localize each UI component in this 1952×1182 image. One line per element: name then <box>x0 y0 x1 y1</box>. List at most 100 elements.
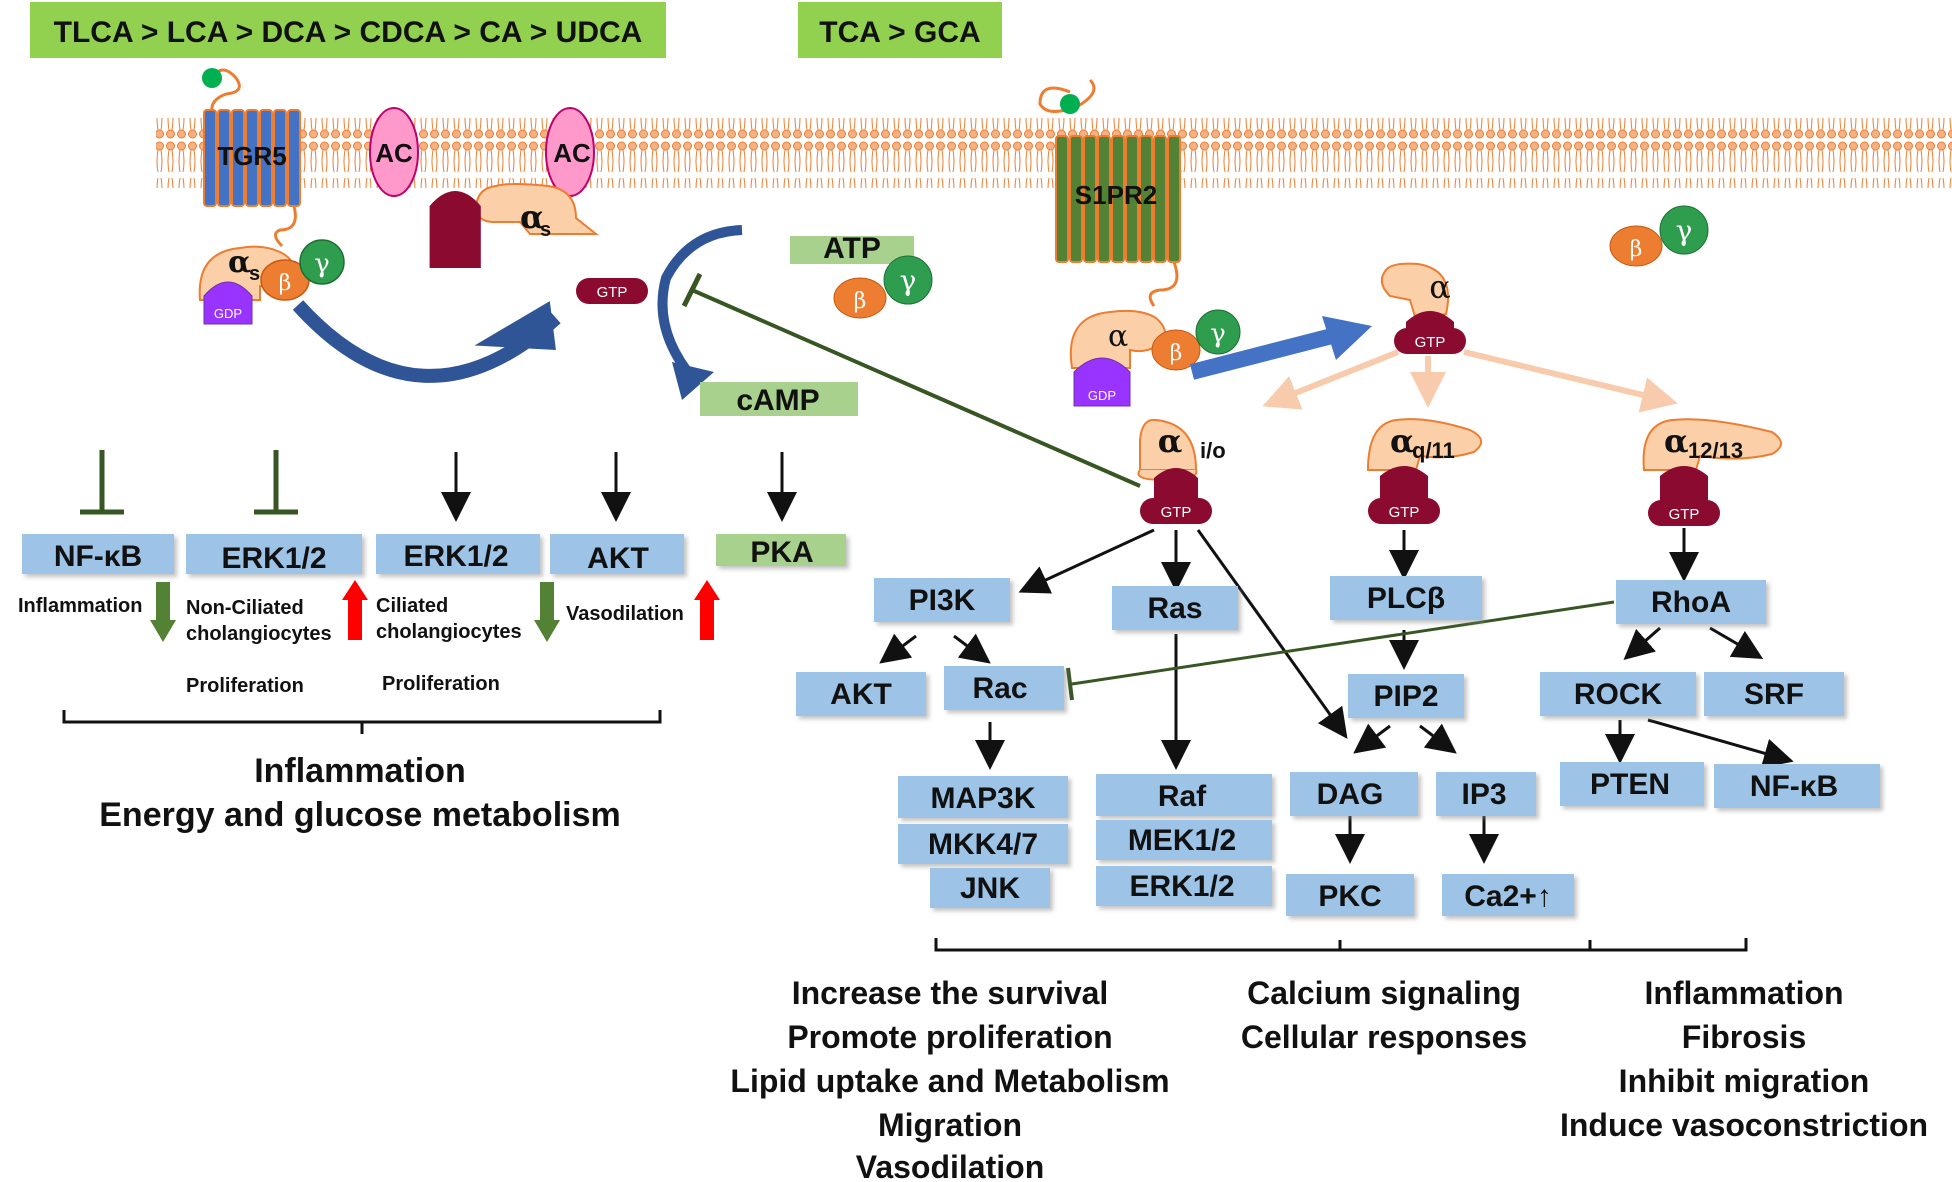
adenylyl-cyclase-2: AC <box>545 107 595 197</box>
pkc-label: PKC <box>1318 880 1381 913</box>
svg-text:GDP: GDP <box>214 306 242 321</box>
svg-text:Induce vasoconstriction: Induce vasoconstriction <box>1560 1107 1928 1143</box>
tgr5-summary-line2: Energy and glucose metabolism <box>99 796 620 834</box>
inflammation-small-label: Inflammation <box>18 595 142 617</box>
svg-text:γ: γ <box>900 264 917 297</box>
pi3k-box <box>874 578 1010 622</box>
tgr5-bracket <box>62 710 662 734</box>
tgr5-receptor: TGR5 <box>202 68 301 248</box>
pip2-label: PIP2 <box>1373 680 1438 713</box>
svg-text:Lipid uptake and Metabolism: Lipid uptake and Metabolism <box>730 1063 1169 1099</box>
srf-label: SRF <box>1744 678 1804 711</box>
svg-text:AC: AC <box>375 138 413 168</box>
svg-text:α: α <box>1390 422 1415 460</box>
activation-arrow-2 <box>1190 328 1334 380</box>
tgr5-erk-c-label: ERK1/2 <box>403 540 508 573</box>
c-label-2: cholangiocytes <box>376 621 522 643</box>
nc-label-2: cholangiocytes <box>186 623 332 645</box>
tgr5-inhibition-bars <box>80 450 298 515</box>
pip2-box <box>1348 674 1464 718</box>
free-beta-gamma-1: β γ <box>833 255 933 319</box>
tgr5-erk-nc-box <box>186 534 362 574</box>
alpha-io-gtp: α i/o GTP <box>1137 418 1226 524</box>
svg-text:α: α <box>1664 422 1689 460</box>
rock-label: ROCK <box>1574 678 1663 711</box>
nfkb-box <box>1714 764 1880 808</box>
ip3-box <box>1436 772 1536 816</box>
svg-text:γ: γ <box>1676 214 1693 247</box>
svg-text:β: β <box>1630 237 1643 262</box>
map3k-box <box>898 776 1068 818</box>
mek-label: MEK1/2 <box>1128 824 1236 857</box>
s1pr2-receptor: S1PR2 <box>1038 78 1181 307</box>
svg-text:γ: γ <box>314 249 330 279</box>
rac-box <box>944 666 1064 710</box>
erk-label: ERK1/2 <box>1129 870 1234 903</box>
ip3-label: IP3 <box>1461 778 1506 811</box>
pi3k-label: PI3K <box>909 584 976 617</box>
svg-text:GTP: GTP <box>597 284 628 301</box>
svg-text:α: α <box>1429 268 1451 306</box>
rock-box <box>1540 672 1696 716</box>
down-arrow-inflammation <box>150 582 176 642</box>
svg-text:α: α <box>1158 422 1183 460</box>
dag-box <box>1290 772 1418 816</box>
free-beta-gamma-2: β γ <box>1609 205 1709 267</box>
svg-text:Promote proliferation: Promote proliferation <box>787 1019 1112 1055</box>
camp-label: cAMP <box>736 384 819 417</box>
svg-text:GTP: GTP <box>1669 506 1700 523</box>
plcb-box <box>1330 576 1482 620</box>
right-agonist-text: TCA > GCA <box>819 16 980 49</box>
proliferation-label-2: Proliferation <box>382 673 500 695</box>
svg-text:β: β <box>279 271 292 296</box>
svg-text:Fibrosis: Fibrosis <box>1682 1019 1806 1055</box>
mek-box <box>1096 820 1272 860</box>
svg-text:Migration: Migration <box>878 1107 1022 1143</box>
nc-label-1: Non-Ciliated <box>186 597 304 619</box>
svg-text:GTP: GTP <box>1415 334 1446 351</box>
map3k-label: MAP3K <box>930 782 1035 815</box>
tgr5-nfkb-box <box>22 534 174 574</box>
svg-text:s: s <box>540 219 551 241</box>
proliferation-label-1: Proliferation <box>186 675 304 697</box>
erk-box <box>1096 866 1272 906</box>
down-arrow-c-prolif <box>534 582 560 642</box>
raf-label: Raf <box>1158 780 1207 813</box>
jnk-label: JNK <box>960 872 1020 905</box>
tgr5-akt-label: AKT <box>587 542 649 575</box>
svg-text:i/o: i/o <box>1200 438 1226 463</box>
svg-text:Calcium signaling: Calcium signaling <box>1247 975 1521 1011</box>
svg-text:GDP: GDP <box>1088 388 1116 403</box>
svg-text:α: α <box>520 198 545 236</box>
svg-text:γ: γ <box>1210 319 1226 349</box>
outcomes-right: Inflammation Fibrosis Inhibit migration … <box>1560 975 1928 1143</box>
svg-text:AC: AC <box>553 138 591 168</box>
svg-text:GTP: GTP <box>1389 504 1420 521</box>
pkc-box <box>1286 874 1414 916</box>
tgr5-label: TGR5 <box>217 141 286 171</box>
jnk-box <box>930 868 1050 908</box>
rhoa-inhibits-rac <box>1071 600 1615 686</box>
s1pr2-akt-label: AKT <box>830 678 892 711</box>
ai-inhibits-ac <box>691 288 1141 488</box>
raf-box <box>1096 774 1272 816</box>
ligand-dot-2 <box>1060 94 1080 114</box>
cell-membrane <box>156 118 1952 188</box>
rhoa-box <box>1616 580 1766 624</box>
camp-box <box>700 382 858 416</box>
s1pr2-label: S1PR2 <box>1075 180 1157 210</box>
outcomes-left: Increase the survival Promote proliferat… <box>730 975 1169 1182</box>
tgr5-nfkb-label: NF-κB <box>54 540 142 573</box>
ras-box <box>1112 586 1238 630</box>
left-agonist-banner <box>30 2 666 58</box>
pten-label: PTEN <box>1590 768 1670 801</box>
svg-text:Inflammation: Inflammation <box>1644 975 1843 1011</box>
s1pr2-akt-box <box>796 672 926 716</box>
tgr5-akt-box <box>550 534 684 574</box>
srf-box <box>1704 672 1844 716</box>
svg-text:β: β <box>1170 341 1183 366</box>
dag-label: DAG <box>1317 778 1384 811</box>
up-arrow-nc-prolif <box>342 580 368 640</box>
svg-text:Increase the survival: Increase the survival <box>792 975 1109 1011</box>
